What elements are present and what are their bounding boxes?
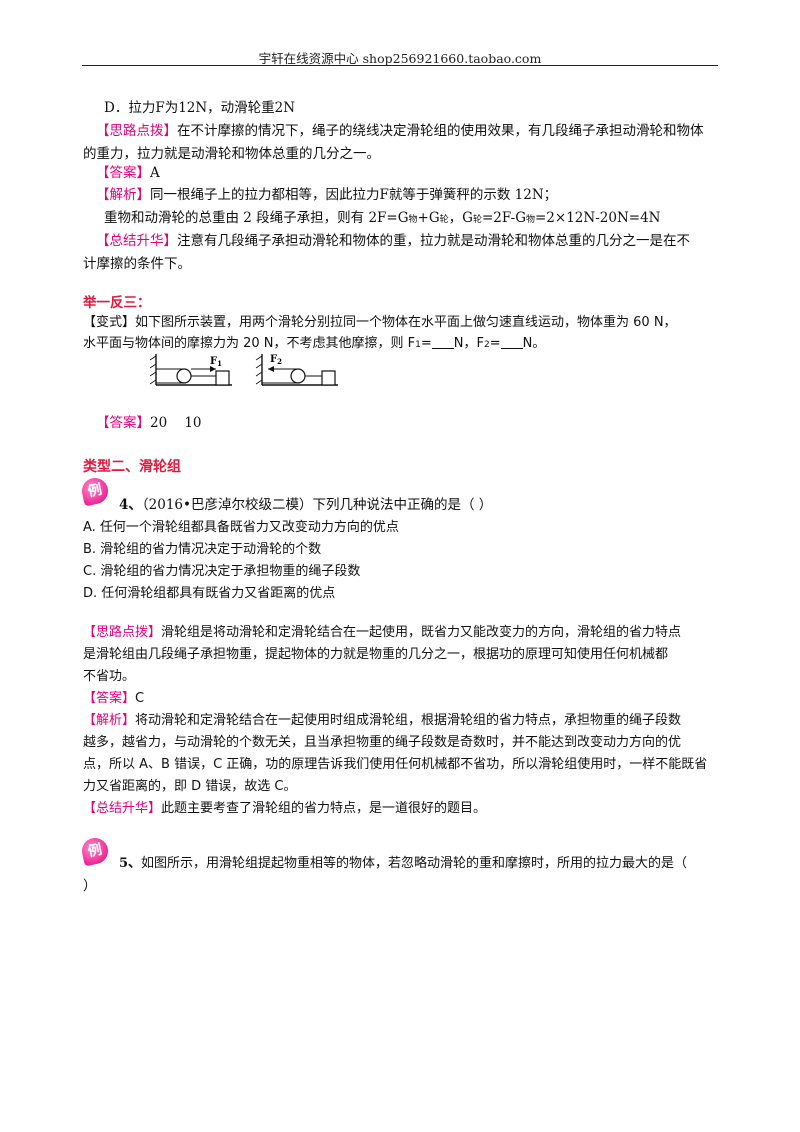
f1-sub: 1 — [415, 340, 421, 350]
question-5-cont: ） — [83, 878, 97, 894]
option-d: D．拉力F为12N，动滑轮重2N — [104, 100, 296, 116]
question-5: 5、如图所示，用滑轮组提起物重相等的物体，若忽略动滑轮的重和摩擦时，所用的拉力最… — [119, 855, 687, 873]
silu-line-1: 【思路点拨】在不计摩擦的情况下，绳子的绕线决定滑轮组的使用效果，有几段绳子承担动… — [96, 122, 704, 140]
s2-jiexi-tag: 【解析】 — [83, 713, 136, 728]
variant-tag: 【变式】 — [83, 315, 136, 330]
answer-line: 【答案】A — [96, 164, 160, 182]
variant-line-1: 【变式】如下图所示装置，用两个滑轮分别拉同一个物体在水平面上做匀速直线运动，物体… — [83, 314, 677, 332]
s2-zongjie-text: 此题主要考查了滑轮组的省力特点，是一道很好的题目。 — [161, 801, 487, 816]
silu-text-1: 在不计摩擦的情况下，绳子的绕线决定滑轮组的使用效果，有几段绳子承担动滑轮和物体 — [177, 123, 704, 139]
figure-2: F2 — [255, 354, 338, 386]
blank-f2[interactable] — [500, 336, 523, 349]
eq-1: = — [420, 336, 432, 351]
s2-answer: 【答案】C — [83, 690, 144, 708]
fig-label-f2: F2 — [270, 354, 282, 366]
unit-2: N。 — [522, 336, 546, 351]
s2-jiexi-line-4: 力又省距离的，即 D 错误，故选 C。 — [83, 779, 297, 794]
q4-number: 4、 — [119, 497, 142, 513]
formula-part-2: +G — [417, 210, 440, 226]
practice-answer: 【答案】20 10 — [96, 414, 202, 432]
variant-text-1: 如下图所示装置，用两个滑轮分别拉同一个物体在水平面上做匀速直线运动，物体重为 6… — [135, 315, 677, 330]
option-d-2: D. 任何滑轮组都具有既省力又省距离的优点 — [83, 586, 336, 601]
f2-sub: 2 — [484, 340, 490, 350]
silu-line-2: 的重力，拉力就是动滑轮和物体总重的几分之一。 — [83, 146, 380, 162]
formula-part-3: ，G — [448, 210, 473, 226]
s2-answer-tag: 【答案】 — [83, 691, 136, 706]
option-c: C. 滑轮组的省力情况决定于承担物重的绳子段数 — [83, 564, 361, 579]
pulley-figures: F1 F2 — [150, 354, 338, 386]
sub-wu-2: 物 — [525, 215, 535, 225]
silu-tag: 【思路点拨】 — [96, 123, 177, 139]
sub-wu: 物 — [408, 215, 418, 225]
q4-text: （2016•巴彦淖尔校级二模）下列几种说法中正确的是（ ） — [141, 497, 493, 513]
page-header: 宇轩在线资源中心 shop256921660.taobao.com — [258, 51, 542, 66]
practice-answer-value: 20 10 — [150, 415, 202, 431]
practice-answer-tag: 【答案】 — [96, 415, 150, 431]
s2-answer-value: C — [135, 691, 145, 706]
eq-2: = — [489, 336, 501, 351]
figure-1: F1 — [150, 354, 232, 386]
jiexi-tag: 【解析】 — [96, 187, 150, 203]
s2-zongjie-tag: 【总结升华】 — [83, 801, 162, 816]
answer-value: A — [150, 165, 160, 181]
formula-part-5: =2×12N-20N=4N — [535, 210, 661, 226]
zongjie-text-1: 注意有几段绳子承担动滑轮和物体的重，拉力就是动滑轮和物体总重的几分之一是在不 — [177, 233, 690, 249]
s2-jiexi-text-1: 将动滑轮和定滑轮结合在一起使用时组成滑轮组，根据滑轮组的省力特点，承担物重的绳子… — [135, 713, 682, 728]
formula-part-4: =2F-G — [481, 210, 526, 226]
s2-silu-tag: 【思路点拨】 — [83, 625, 162, 640]
example-badge-4: 例 — [79, 475, 111, 507]
answer-tag: 【答案】 — [96, 165, 150, 181]
example-badge-5: 例 — [79, 835, 111, 867]
s2-silu-line-3: 不省功。 — [83, 669, 136, 684]
option-a: A. 任何一个滑轮组都具备既省力又改变动力方向的优点 — [83, 520, 399, 535]
jiexi-line-2: 重物和动滑轮的总重由 2 段绳子承担，则有 2F=G物+G轮，G轮=2F-G物=… — [104, 209, 660, 229]
question-4: 4、（2016•巴彦淖尔校级二模）下列几种说法中正确的是（ ） — [119, 496, 492, 514]
fig-label-f1: F1 — [210, 356, 222, 368]
jiexi-text-1: 同一根绳子上的拉力都相等，因此拉力F就等于弹簧秤的示数 12N； — [150, 187, 558, 203]
section-2-title: 类型二、滑轮组 — [83, 459, 181, 475]
s2-silu-line-2: 是滑轮组由几段绳子承担物重，提起物体的力就是物重的几分之一，根据功的原理可知使用… — [83, 647, 669, 662]
header-rule — [82, 65, 718, 66]
zongjie-line-2: 计摩擦的条件下。 — [83, 256, 191, 272]
variant-text-2: 水平面与物体间的摩擦力为 20 N，不考虑其他摩擦，则 F — [83, 336, 416, 351]
unit-1: N，F — [453, 336, 484, 351]
blank-f1[interactable] — [431, 336, 454, 349]
s2-silu-line-1: 【思路点拨】滑轮组是将动滑轮和定滑轮结合在一起使用，既省力又能改变力的方向，滑轮… — [83, 624, 681, 642]
sub-lun-2: 轮 — [472, 215, 482, 225]
s2-jiexi-line-2: 越多，越省力，与动滑轮的个数无关，且当承担物重的绳子段数是奇数时，并不能达到改变… — [83, 735, 682, 750]
variant-line-2: 水平面与物体间的摩擦力为 20 N，不考虑其他摩擦，则 F1=N，F2=N。 — [83, 335, 545, 354]
sub-lun: 轮 — [439, 215, 449, 225]
s2-jiexi-line-3: 点，所以 A、B 错误，C 正确，功的原理告诉我们使用任何机械都不省功，所以滑轮… — [83, 757, 708, 772]
s2-zongjie-line: 【总结升华】此题主要考查了滑轮组的省力特点，是一道很好的题目。 — [83, 800, 486, 818]
q5-number: 5、 — [119, 856, 142, 871]
zongjie-tag: 【总结升华】 — [96, 233, 177, 249]
s2-jiexi-line-1: 【解析】将动滑轮和定滑轮结合在一起使用时组成滑轮组，根据滑轮组的省力特点，承担物… — [83, 712, 681, 730]
q5-text: 如图所示，用滑轮组提起物重相等的物体，若忽略动滑轮的重和摩擦时，所用的拉力最大的… — [141, 856, 688, 871]
zongjie-line-1: 【总结升华】注意有几段绳子承担动滑轮和物体的重，拉力就是动滑轮和物体总重的几分之… — [96, 232, 690, 250]
option-b: B. 滑轮组的省力情况决定于动滑轮的个数 — [83, 542, 322, 557]
practice-title: 举一反三： — [83, 295, 151, 311]
jiexi-line-1: 【解析】同一根绳子上的拉力都相等，因此拉力F就等于弹簧秤的示数 12N； — [96, 186, 557, 204]
formula-part-1: 重物和动滑轮的总重由 2 段绳子承担，则有 2F=G — [104, 210, 409, 226]
s2-silu-text-1: 滑轮组是将动滑轮和定滑轮结合在一起使用，既省力又能改变力的方向，滑轮组的省力特点 — [161, 625, 682, 640]
